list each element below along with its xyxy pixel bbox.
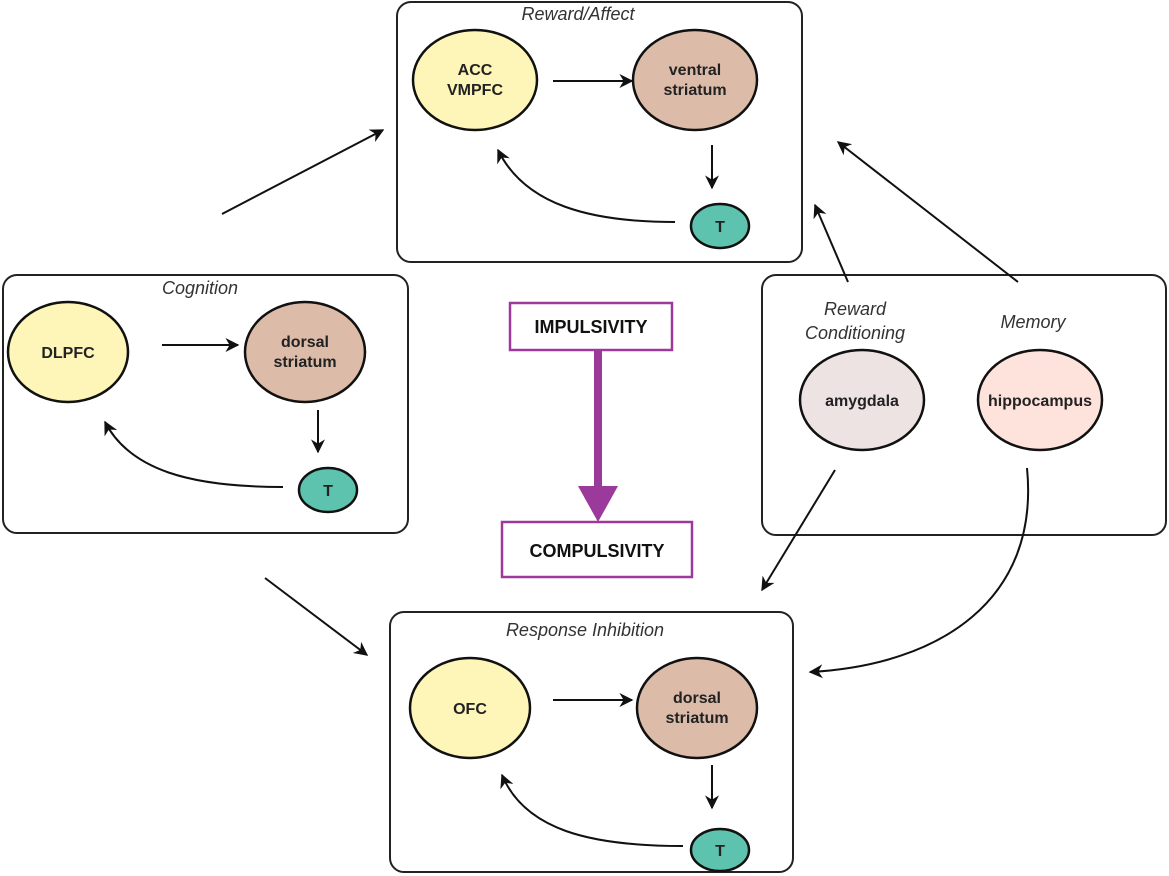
cognition-module: Cognition DLPFC dorsal striatum T	[2, 274, 409, 534]
arrow	[813, 203, 849, 283]
node-label: ventral	[669, 62, 721, 79]
impulsivity-compulsivity: IMPULSIVITY COMPULSIVITY	[500, 301, 694, 579]
thalamus-node	[689, 827, 751, 873]
module-title: Reward	[824, 299, 887, 319]
compulsivity-label: COMPULSIVITY	[529, 541, 664, 561]
reward-affect-module: Reward/Affect ACC VMPFC ventral striatum…	[396, 1, 803, 263]
node-label: striatum	[273, 354, 336, 371]
impulsivity-box	[508, 301, 674, 352]
arrow	[221, 129, 385, 215]
hippocampus-node	[976, 348, 1104, 452]
node-label: striatum	[665, 710, 728, 727]
module-title: Conditioning	[805, 323, 905, 343]
arrow	[104, 420, 284, 488]
node-label: T	[715, 843, 725, 860]
response-inhibition-module: Response Inhibition OFC dorsal striatum …	[389, 611, 794, 873]
module-title: Response Inhibition	[506, 620, 664, 640]
arrow	[497, 148, 676, 223]
node-label: ACC	[458, 62, 493, 79]
thalamus-node	[689, 202, 751, 250]
module-title: Cognition	[162, 278, 238, 298]
node-label: T	[323, 483, 333, 500]
amygdala-node	[798, 348, 926, 452]
acc-vmpfc-node	[411, 28, 539, 132]
module-title: Memory	[1000, 312, 1066, 332]
module-title: Reward/Affect	[521, 4, 635, 24]
limbic-module: Reward Conditioning Memory amygdala hipp…	[761, 274, 1167, 536]
dorsal-striatum-node	[635, 656, 759, 760]
ventral-striatum-node	[631, 28, 759, 132]
node-label: dorsal	[673, 690, 721, 707]
node-label: amygdala	[825, 393, 899, 410]
ofc-node	[408, 656, 532, 760]
node-label: OFC	[453, 701, 487, 718]
arrow	[761, 469, 836, 592]
node-label: T	[715, 219, 725, 236]
arrow	[808, 467, 1030, 679]
dlpfc-node	[6, 300, 130, 404]
node-label: hippocampus	[988, 393, 1092, 410]
compulsivity-box	[500, 520, 694, 579]
node-label: DLPFC	[41, 345, 95, 362]
dorsal-striatum-node	[243, 300, 367, 404]
arrow	[836, 141, 1019, 283]
thalamus-node	[297, 466, 359, 514]
node-label: VMPFC	[447, 82, 503, 99]
arrow	[500, 773, 684, 847]
node-label: dorsal	[281, 334, 329, 351]
impulsivity-label: IMPULSIVITY	[534, 317, 647, 337]
progression-arrowhead	[578, 486, 618, 522]
node-label: striatum	[663, 82, 726, 99]
arrow	[264, 577, 369, 656]
